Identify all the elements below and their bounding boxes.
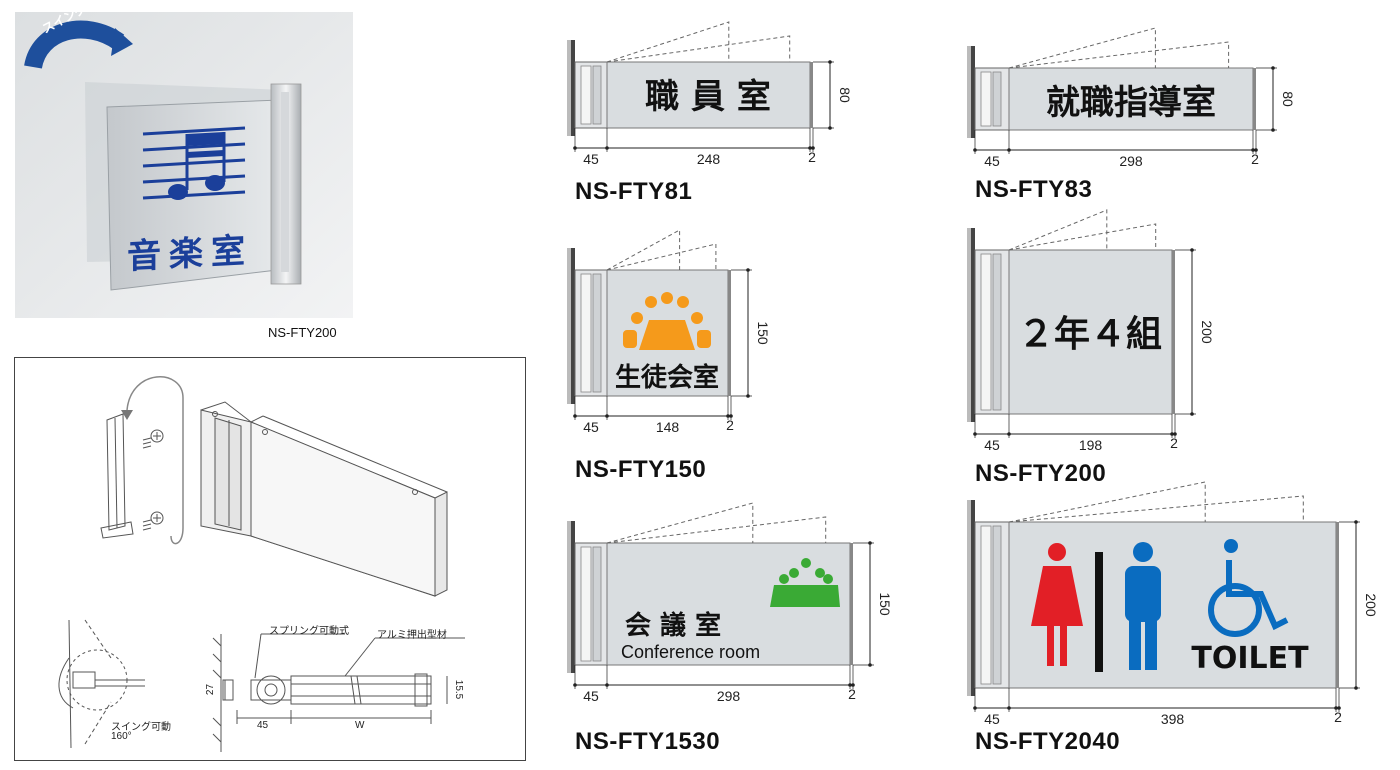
dim-width: 148: [656, 419, 680, 435]
dim-depth: 45: [984, 437, 1000, 453]
dim-width: 398: [1161, 711, 1185, 727]
dim-width: 298: [1119, 153, 1143, 169]
meeting-icon: [623, 292, 711, 350]
dim-width: 198: [1079, 437, 1103, 453]
model-label: NS-FTY150: [575, 456, 707, 483]
bracket: [974, 249, 1010, 415]
sign-text: TOILET: [1191, 641, 1309, 676]
dim-height: 200: [1199, 320, 1215, 344]
photo-caption: NS-FTY200: [268, 325, 337, 340]
dim-height: 200: [1363, 593, 1379, 617]
dim-height: 150: [755, 321, 771, 345]
sign-text: 生徒会室: [615, 362, 719, 393]
model-label: NS-FTY200: [975, 460, 1107, 487]
dim-w: W: [355, 720, 365, 731]
wheelchair-icon: [1208, 560, 1289, 637]
sign-drawing-ns-fty200: 45 198 2 200 ２年４組: [967, 209, 1215, 453]
sign-drawing-ns-fty81: 45 248 2 80 職 員 室: [567, 21, 853, 167]
sign-text: 就職指導室: [1046, 83, 1216, 123]
spring-label: スプリング可動式: [269, 626, 349, 637]
swing-label-1: スイング可動: [111, 722, 171, 733]
wall: [971, 500, 975, 696]
sign-text: 職 員 室: [645, 77, 771, 117]
product-photo: スイングタイプ 音楽室: [15, 0, 353, 318]
dim-gap: 2: [1334, 709, 1342, 725]
swing-guide: [1008, 209, 1108, 251]
diagram-drawing: [58, 376, 465, 752]
model-label: NS-FTY1530: [575, 728, 721, 755]
sign-drawing-ns-fty83: 45 298 2 80 就職指導室: [967, 27, 1296, 169]
model-label: NS-FTY81: [575, 178, 693, 205]
dim-45: 45: [257, 720, 269, 731]
dim-height: 150: [877, 592, 893, 616]
dim-height: 80: [837, 87, 853, 103]
wall: [971, 228, 975, 422]
female-icon: [1048, 543, 1066, 561]
wall: [971, 46, 975, 138]
sign-drawing-ns-fty150: 45 148 2 150 生徒会室: [567, 229, 771, 435]
wall: [571, 521, 575, 673]
model-label: NS-FTY2040: [975, 728, 1121, 755]
swing-guide: [1008, 481, 1206, 523]
bracket: [974, 67, 1010, 131]
screw-icon: [142, 429, 164, 449]
dim-gap: 2: [1251, 151, 1259, 167]
technical-diagram: スプリング可動式 アルミ押出型材 スイング可動 160° 27 45 W 15.…: [14, 357, 526, 761]
male-icon: [1133, 542, 1153, 562]
sign-plate: [1008, 67, 1254, 131]
divider-bar: [1095, 552, 1103, 672]
photo-illustration: [15, 12, 353, 318]
dim-gap: 2: [808, 149, 816, 165]
dim-depth: 45: [583, 419, 599, 435]
sign-subtext: Conference room: [621, 642, 760, 662]
dim-width: 298: [717, 688, 741, 704]
aluminum-label: アルミ押出型材: [377, 630, 447, 641]
swing-guide: [606, 21, 730, 63]
dim-gap: 2: [848, 686, 856, 702]
wall: [571, 40, 575, 136]
dim-width: 248: [697, 151, 721, 167]
bracket: [974, 521, 1010, 689]
dim-depth: 45: [583, 688, 599, 704]
dim-height: 80: [1280, 91, 1296, 107]
wall: [571, 248, 575, 404]
swing-guide: [1008, 27, 1156, 69]
sign-text: 会 議 室: [625, 610, 721, 641]
dim-gap: 2: [726, 417, 734, 433]
sign-text: ２年４組: [1018, 314, 1162, 355]
swing-guide: [606, 502, 754, 544]
meeting-icon: [770, 558, 840, 607]
swing-guide: [606, 229, 681, 271]
swing-label-2: 160°: [111, 731, 132, 742]
model-label: NS-FTY83: [975, 176, 1093, 203]
dim-depth: 45: [984, 711, 1000, 727]
dim-depth: 45: [583, 151, 599, 167]
dim-gap: 2: [1170, 435, 1178, 451]
toilet-icons: [1031, 539, 1289, 672]
dim-depth: 45: [984, 153, 1000, 169]
